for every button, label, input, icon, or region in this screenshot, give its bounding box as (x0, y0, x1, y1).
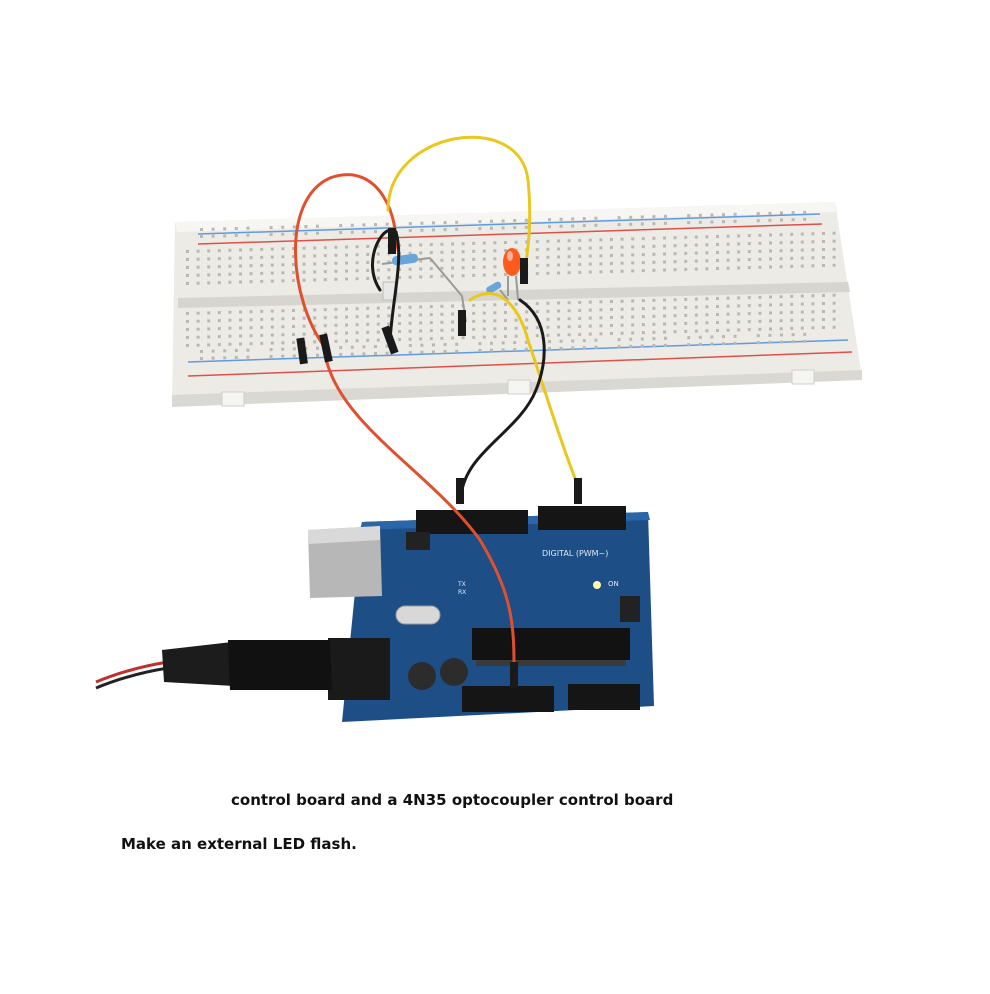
jumper-wires (294, 135, 582, 688)
on-label: ON (608, 580, 619, 588)
led (503, 248, 521, 301)
resistor-2 (486, 281, 509, 301)
caption-line-2: Make an external LED flash. (121, 835, 357, 853)
power-cable (95, 640, 332, 690)
tx-label: TX (457, 581, 466, 588)
breadboard (172, 202, 862, 407)
digital-label: DIGITAL (PWM~) (542, 549, 608, 558)
rx-label: RX (458, 589, 466, 596)
arduino-board: DIGITAL (PWM~) ON TX RX (308, 506, 654, 722)
caption-line-1: control board and a 4N35 optocoupler con… (231, 791, 674, 809)
